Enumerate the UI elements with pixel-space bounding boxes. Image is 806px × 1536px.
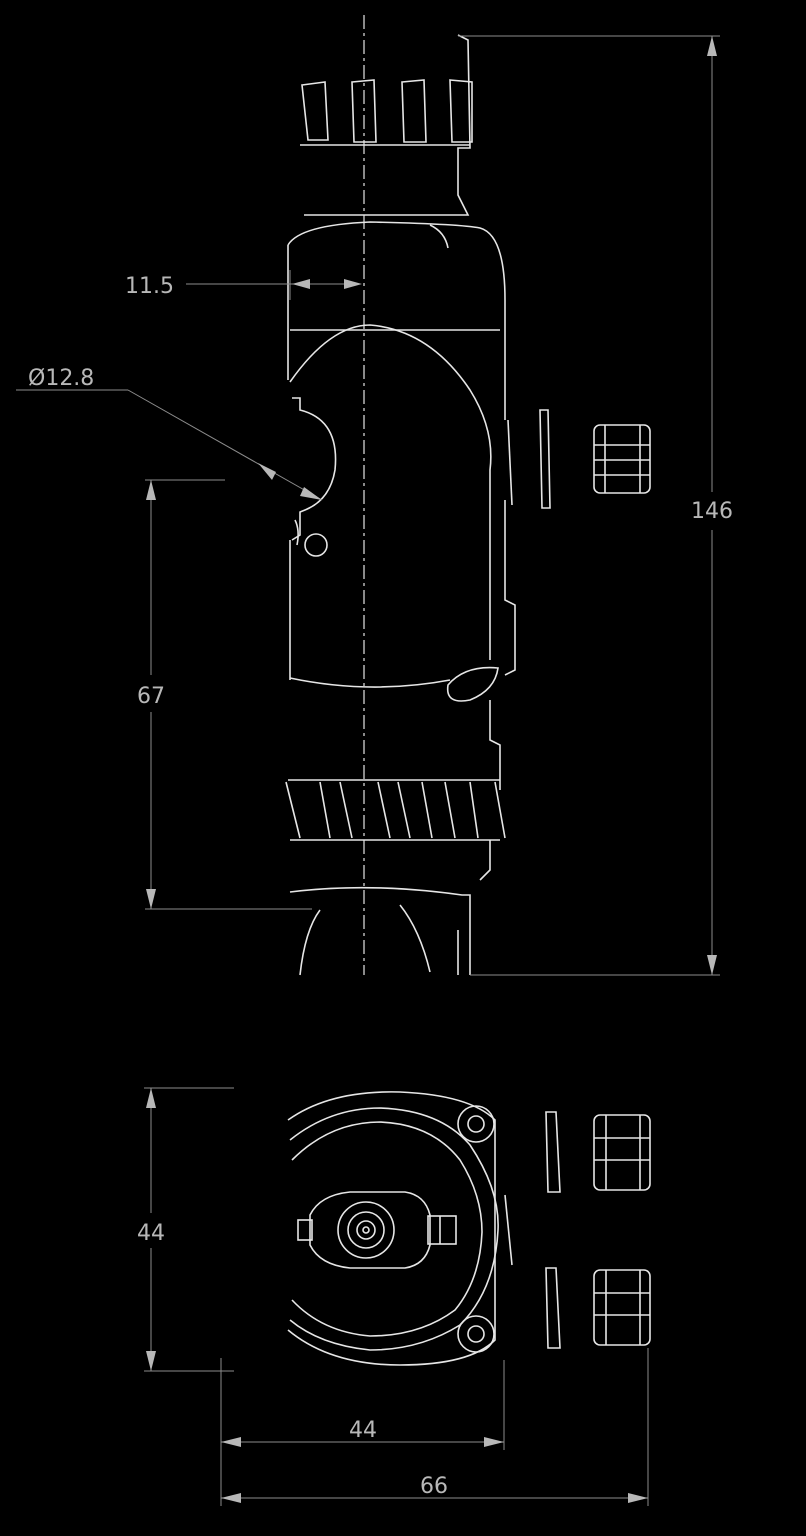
dim-146: 146 <box>458 35 733 976</box>
side-pin <box>291 397 337 557</box>
dim-146-label: 146 <box>691 499 733 524</box>
dim-44-horizontal-label: 44 <box>349 1418 377 1443</box>
dim-66: 66 <box>221 1348 649 1506</box>
side-knob-right <box>507 409 651 509</box>
bottom-knob-upper <box>545 1111 651 1193</box>
dim-66-label: 66 <box>420 1474 448 1499</box>
dim-67: 67 <box>137 479 312 910</box>
dim-44-vertical: 44 <box>137 1087 234 1372</box>
side-view: 146 11.5 Ø12.8 67 <box>16 15 733 976</box>
dim-11-5-label: 11.5 <box>125 274 174 299</box>
lower-ring <box>285 779 506 881</box>
dim-diameter: Ø12.8 <box>16 366 323 501</box>
main-body <box>287 221 516 790</box>
base-foot <box>289 886 471 976</box>
dim-67-label: 67 <box>137 684 165 709</box>
dim-44-horizontal: 44 <box>220 1358 505 1506</box>
dim-11-5: 11.5 <box>125 270 362 300</box>
bottom-knob-lower <box>545 1267 651 1349</box>
dim-diameter-label: Ø12.8 <box>28 366 94 391</box>
dim-44-vertical-label: 44 <box>137 1221 165 1246</box>
top-knob <box>300 34 473 216</box>
bottom-view: 44 44 66 <box>137 1087 651 1506</box>
